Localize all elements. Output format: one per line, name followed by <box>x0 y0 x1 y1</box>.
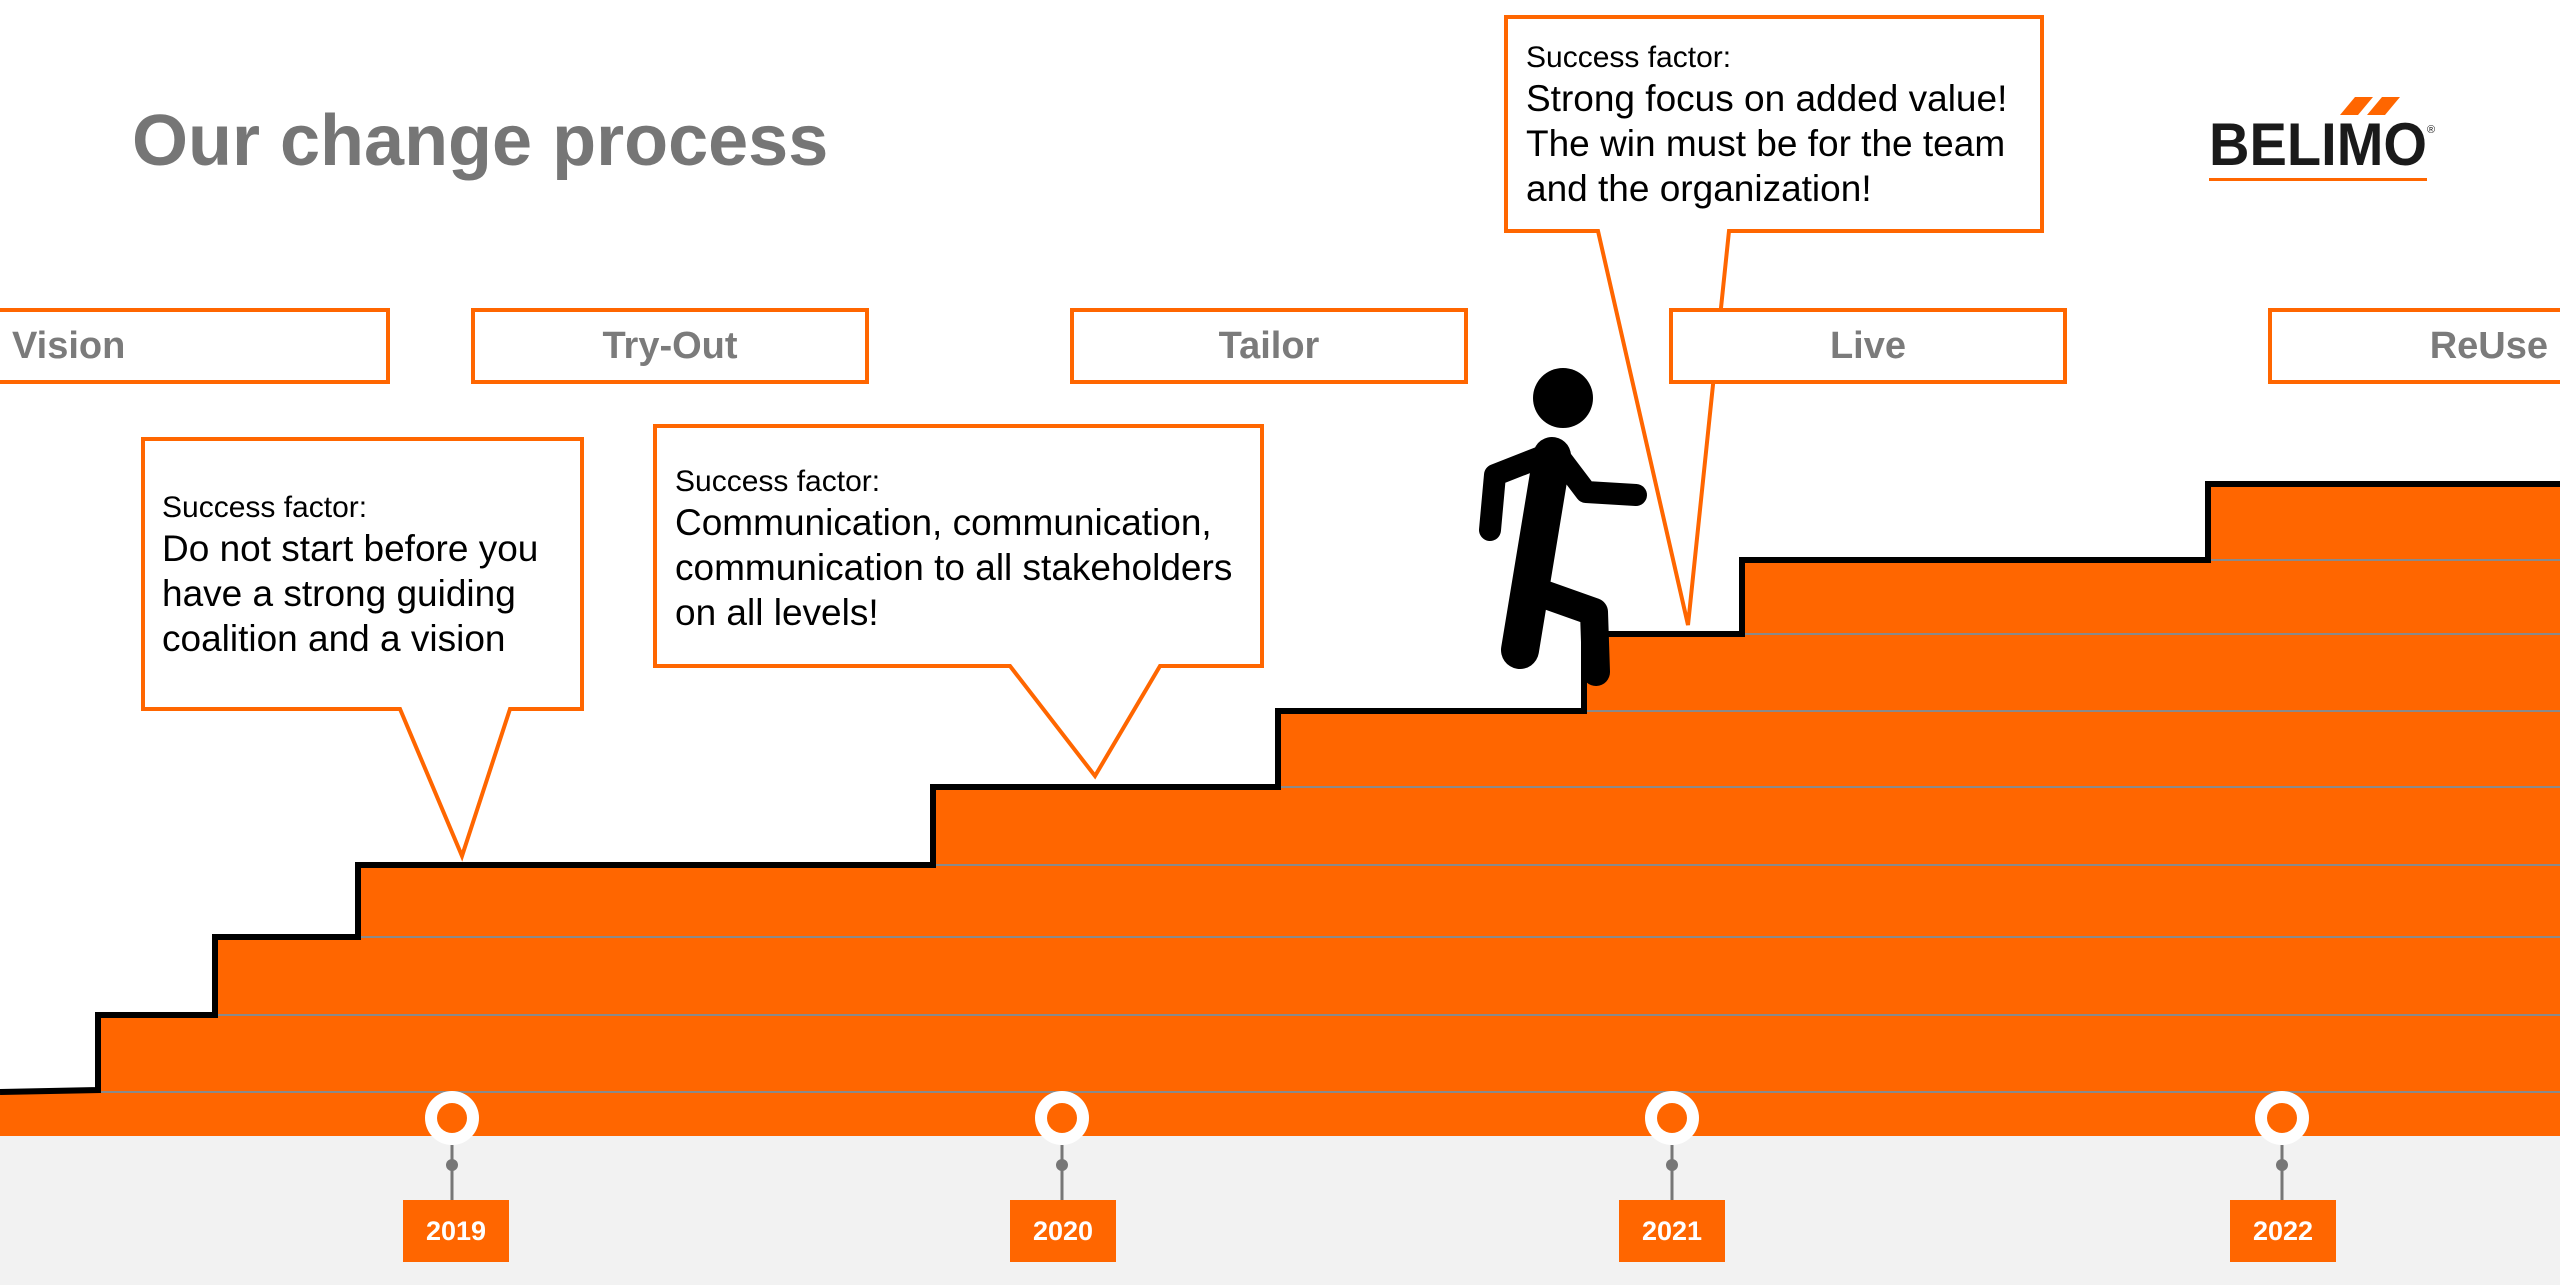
map-pin-icon <box>425 1091 479 1200</box>
walking-person-icon <box>1479 368 1647 686</box>
bubble-3-shape <box>1504 15 2044 626</box>
bubble-3-line-3: and the organization! <box>1526 168 1872 209</box>
map-pin-icon <box>2255 1091 2309 1200</box>
phase-tailor: Tailor <box>1070 308 1468 384</box>
bubble-2-line-1: Communication, communication, <box>675 502 1212 543</box>
bubble-3-line-2: The win must be for the team <box>1526 123 2006 164</box>
bubble-2-shape <box>653 424 1264 780</box>
page-title: Our change process <box>132 101 829 181</box>
map-pin-icon <box>1035 1091 1089 1200</box>
logo-text: BELIMO <box>2209 111 2427 178</box>
bubble-2-text: Success factor: Communication, communica… <box>675 464 1232 635</box>
logo-registered-mark: ® <box>2427 124 2435 136</box>
bubble-3-text: Success factor: Strong focus on added va… <box>1526 40 2007 211</box>
bubble-1-line-2: have a strong guiding <box>162 573 516 614</box>
bubble-1-shape <box>141 437 584 862</box>
bubble-2-line-3: on all levels! <box>675 592 879 633</box>
bubble-1-label: Success factor: <box>162 491 368 524</box>
year-label-2019: 2019 <box>403 1200 509 1262</box>
bubble-1-text: Success factor: Do not start before you … <box>162 490 538 661</box>
bubble-1-line-1: Do not start before you <box>162 528 539 569</box>
stairs-fill <box>0 484 2560 1136</box>
stair-lines <box>98 559 2560 1093</box>
map-pin-icon <box>1645 1091 1699 1200</box>
bubble-3-line-1: Strong focus on added value! <box>1526 78 2008 119</box>
bubble-2-line-2: communication to all stakeholders <box>675 547 1233 588</box>
phase-reuse: ReUse <box>2268 308 2560 384</box>
phase-vision: Vision <box>0 308 390 384</box>
bubble-1-line-3: coalition and a vision <box>162 618 506 659</box>
bubble-3-label: Success factor: <box>1526 41 1732 74</box>
year-label-2020: 2020 <box>1010 1200 1116 1262</box>
year-label-2021: 2021 <box>1619 1200 1725 1262</box>
milestone-pins <box>425 1091 2309 1200</box>
phase-live: Live <box>1669 308 2067 384</box>
belimo-logo: BELIMO ® <box>2209 97 2435 181</box>
phase-try-out: Try-Out <box>471 308 869 384</box>
stairs-outline <box>0 481 2560 1095</box>
bubble-2-label: Success factor: <box>675 465 881 498</box>
year-label-2022: 2022 <box>2230 1200 2336 1262</box>
